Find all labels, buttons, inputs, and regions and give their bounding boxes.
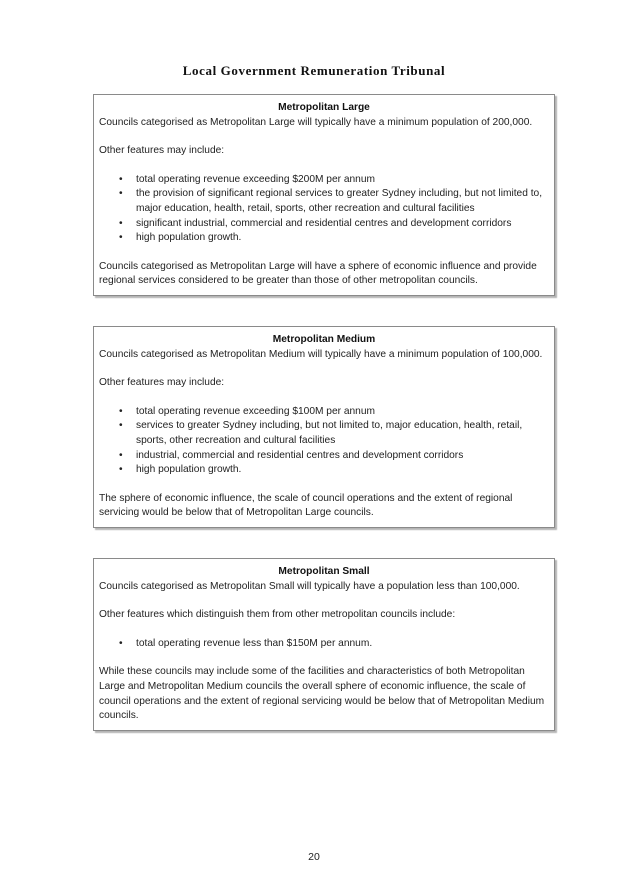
list-item: • high population growth. bbox=[99, 463, 549, 478]
section-title: Metropolitan Small bbox=[278, 566, 370, 577]
list-item: • total operating revenue less than $150M… bbox=[99, 637, 549, 652]
section-intro: Councils categorised as Metropolitan Lar… bbox=[99, 116, 533, 128]
bullet-icon: • bbox=[119, 188, 123, 200]
list-item-text: high population growth. bbox=[136, 232, 242, 244]
list-item-text: total operating revenue exceeding $100M … bbox=[136, 405, 376, 417]
list-item: • the provision of significant regional s… bbox=[99, 187, 549, 216]
page-title: Local Government Remuneration Tribunal bbox=[182, 63, 446, 78]
bullet-icon: • bbox=[119, 173, 123, 185]
features-label: Other features which distinguish them fr… bbox=[99, 609, 456, 621]
features-list: • total operating revenue exceeding $100M… bbox=[99, 405, 549, 478]
list-item-text: significant industrial, commercial and r… bbox=[136, 217, 512, 229]
list-item: • industrial, commercial and residential … bbox=[99, 449, 549, 464]
metropolitan-medium-box: Metropolitan Medium Councils categorised… bbox=[93, 326, 555, 528]
bullet-icon: • bbox=[119, 420, 123, 432]
list-item-text: total operating revenue exceeding $200M … bbox=[136, 173, 376, 185]
bullet-icon: • bbox=[119, 217, 123, 229]
features-label: Other features may include: bbox=[99, 145, 225, 157]
section-closing: While these councils may include some of… bbox=[99, 666, 545, 722]
bullet-icon: • bbox=[119, 405, 123, 417]
bullet-icon: • bbox=[119, 637, 123, 649]
list-item-text: the provision of significant regional se… bbox=[136, 188, 543, 214]
list-item-text: high population growth. bbox=[136, 464, 242, 476]
features-label: Other features may include: bbox=[99, 377, 225, 389]
list-item: • high population growth. bbox=[99, 231, 549, 246]
list-item-text: services to greater Sydney including, bu… bbox=[136, 420, 523, 446]
list-item-text: total operating revenue less than $150M … bbox=[136, 637, 373, 649]
list-item: • significant industrial, commercial and … bbox=[99, 217, 549, 232]
page-number: 20 bbox=[308, 851, 320, 863]
list-item: • total operating revenue exceeding $100M… bbox=[99, 405, 549, 420]
section-intro: Councils categorised as Metropolitan Sma… bbox=[99, 580, 520, 592]
section-closing: Councils categorised as Metropolitan Lar… bbox=[99, 260, 537, 287]
section-intro: Councils categorised as Metropolitan Med… bbox=[99, 348, 543, 360]
metropolitan-small-box: Metropolitan Small Councils categorised … bbox=[93, 558, 555, 731]
section-title: Metropolitan Large bbox=[278, 102, 370, 113]
list-item: • total operating revenue exceeding $200M… bbox=[99, 173, 549, 188]
bullet-icon: • bbox=[119, 449, 123, 461]
section-closing: The sphere of economic influence, the sc… bbox=[99, 492, 513, 519]
list-item-text: industrial, commercial and residential c… bbox=[136, 449, 464, 461]
bullet-icon: • bbox=[119, 464, 123, 476]
features-list: • total operating revenue exceeding $200M… bbox=[99, 173, 549, 246]
metropolitan-large-box: Metropolitan Large Councils categorised … bbox=[93, 94, 555, 296]
features-list: • total operating revenue less than $150M… bbox=[99, 637, 549, 652]
section-title: Metropolitan Medium bbox=[272, 334, 376, 345]
bullet-icon: • bbox=[119, 232, 123, 244]
list-item: • services to greater Sydney including, b… bbox=[99, 419, 549, 448]
